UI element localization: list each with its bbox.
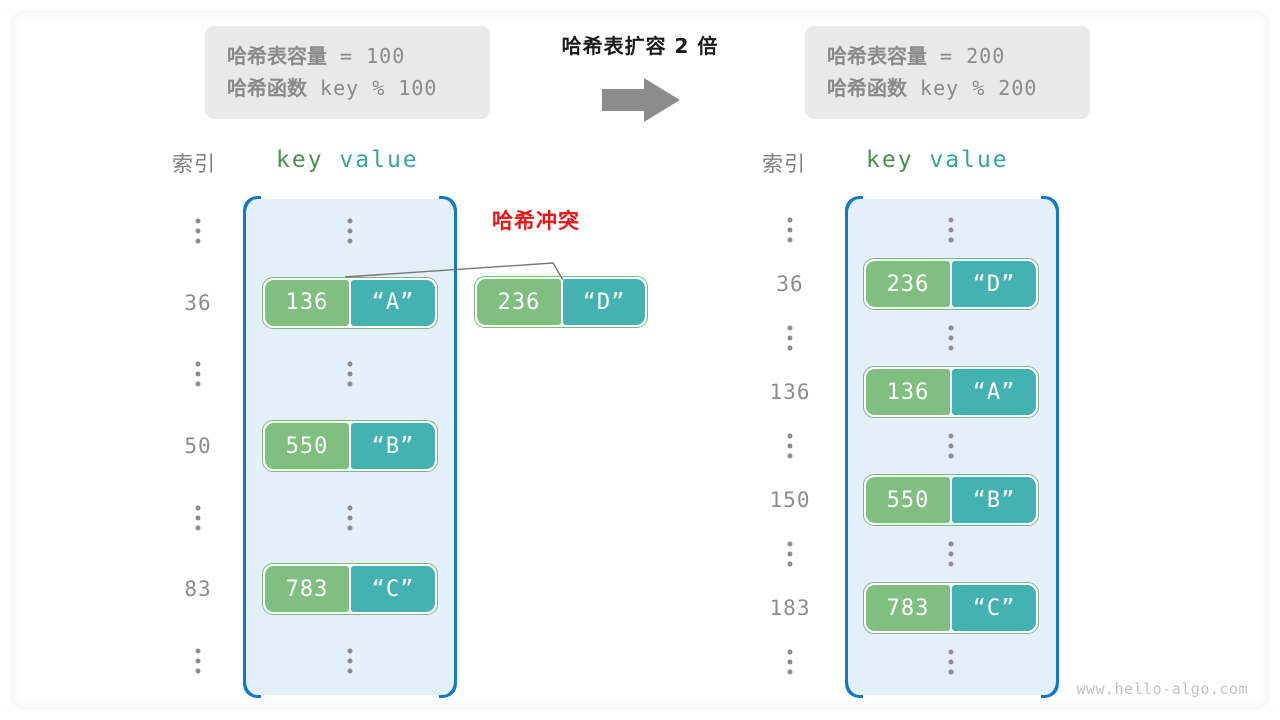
entry-value: “B”: [351, 423, 435, 469]
index-label-before-36: 36: [184, 290, 212, 315]
index-label-before-83: 83: [184, 577, 212, 602]
index-ellipsis: [195, 648, 201, 674]
index-ellipsis: [787, 217, 793, 243]
kv-header-after: key value: [866, 147, 1009, 173]
bucket-ellipsis: [347, 505, 353, 531]
hashfn-line-after: 哈希函数 key % 200: [827, 72, 1068, 104]
hashfn-line-before: 哈希函数 key % 100: [227, 72, 468, 104]
index-label-before-50: 50: [184, 434, 212, 458]
index-ellipsis: [787, 325, 793, 351]
incoming-value: “D”: [562, 279, 645, 325]
key-header-after: key: [866, 147, 914, 173]
entry-value: “D”: [952, 261, 1036, 307]
bucket-ellipsis: [347, 648, 353, 674]
index-label-after-136: 136: [769, 380, 811, 404]
entry-key: 783: [265, 566, 349, 613]
capacity-line-after: 哈希表容量 = 200: [827, 40, 1068, 72]
collision-label: 哈希冲突: [492, 209, 580, 233]
index-ellipsis: [787, 541, 793, 567]
entry-value: “B”: [952, 477, 1036, 523]
index-ellipsis: [195, 361, 201, 387]
bucket-ellipsis: [948, 541, 954, 567]
bucket-ellipsis: [347, 218, 353, 244]
capacity-label-before: 哈希表容量: [227, 44, 327, 68]
capacity-label-after: 哈希表容量: [827, 44, 927, 68]
entry-pair: 550“B”: [863, 474, 1039, 526]
entry-pair: 236“D”: [863, 258, 1039, 310]
kv-header-before: key value: [276, 147, 419, 173]
bucket-ellipsis: [948, 433, 954, 459]
hashfn-expr-after: key % 200: [907, 76, 1038, 101]
entry-key: 550: [866, 477, 950, 523]
index-ellipsis: [195, 218, 201, 244]
watermark: www.hello-algo.com: [1076, 680, 1248, 698]
hashfn-label-before: 哈希函数: [227, 76, 307, 101]
index-ellipsis: [787, 649, 793, 675]
bucket-ellipsis: [948, 649, 954, 675]
entry-value: “C”: [351, 566, 435, 613]
entry-pair: 550“B”: [262, 420, 438, 472]
index-ellipsis: [787, 433, 793, 459]
capacity-expr-before: = 100: [327, 44, 406, 68]
entry-value: “A”: [952, 369, 1036, 415]
info-box-before: 哈希表容量 = 100 哈希函数 key % 100: [205, 26, 490, 119]
value-header-before: value: [339, 147, 419, 173]
entry-key: 136: [866, 369, 950, 415]
entry-key: 550: [265, 423, 349, 469]
entry-key: 783: [866, 585, 950, 631]
index-header-after: 索引: [762, 152, 806, 176]
bucket-ellipsis: [948, 217, 954, 243]
entry-value: “A”: [351, 279, 435, 326]
entry-pair: 783“C”: [262, 563, 438, 616]
index-header-before: 索引: [172, 152, 216, 176]
hashfn-expr-before: key % 100: [307, 76, 438, 101]
bucket-ellipsis: [948, 325, 954, 351]
index-ellipsis: [195, 505, 201, 531]
incoming-key: 236: [477, 279, 561, 325]
incoming-pair: 236 “D”: [474, 276, 648, 328]
index-label-after-183: 183: [769, 596, 811, 620]
hashfn-label-after: 哈希函数: [827, 76, 907, 101]
bucket-ellipsis: [347, 361, 353, 387]
capacity-expr-after: = 200: [927, 44, 1006, 68]
value-header-after: value: [929, 147, 1009, 173]
index-label-after-150: 150: [769, 488, 811, 512]
entry-key: 236: [866, 261, 950, 307]
capacity-line-before: 哈希表容量 = 100: [227, 40, 468, 72]
entry-value: “C”: [952, 585, 1036, 631]
right-arrow-icon: [602, 78, 680, 122]
entry-pair: 783“C”: [863, 582, 1039, 634]
index-label-after-36: 36: [776, 272, 804, 296]
entry-pair: 136“A”: [262, 276, 438, 329]
info-box-after: 哈希表容量 = 200 哈希函数 key % 200: [805, 26, 1090, 119]
key-header-before: key: [276, 147, 324, 173]
entry-pair: 136“A”: [863, 366, 1039, 418]
transition-title: 哈希表扩容 2 倍: [561, 34, 719, 58]
entry-key: 136: [265, 279, 349, 326]
